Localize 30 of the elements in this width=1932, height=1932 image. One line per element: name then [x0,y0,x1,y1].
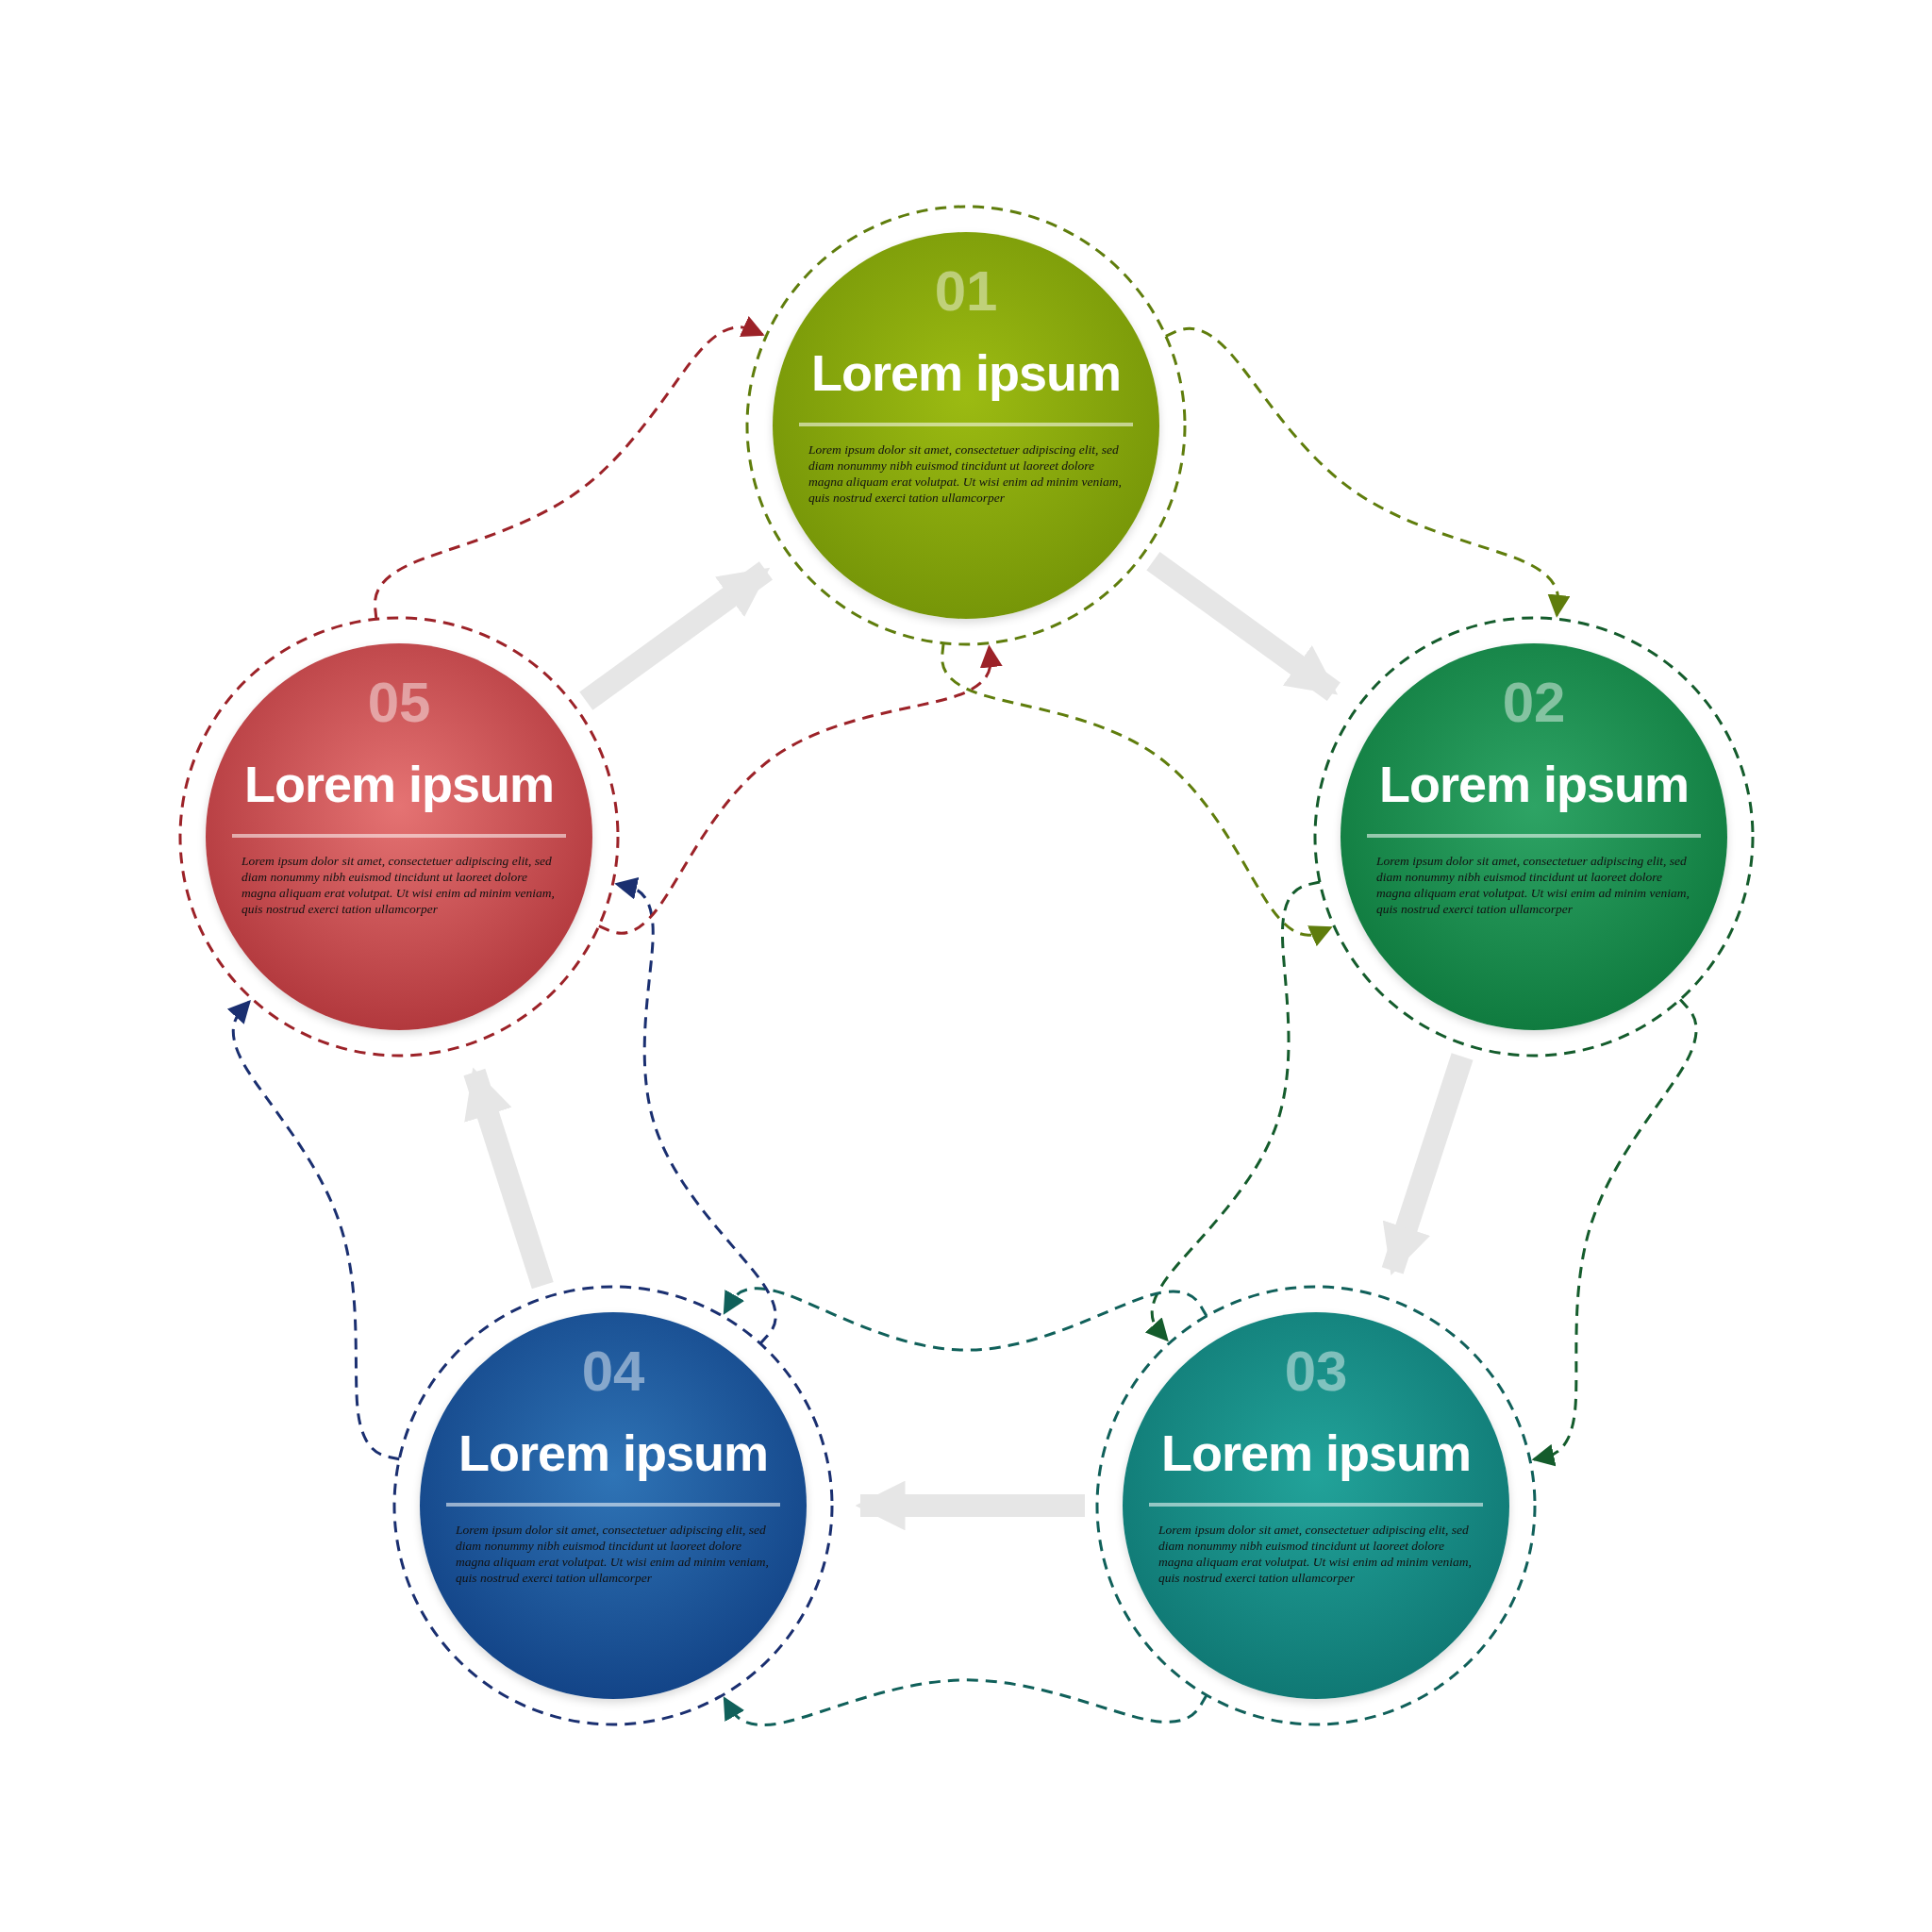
step-description: Lorem ipsum dolor sit amet, consectetuer adipiscing elit, sed diam nonummy nibh euismod tincidunt ut laoreet dolore magna aliquam erat volutpat. Ut wisi enim ad minim veniam, quis nostrud exerci tation ullamcorper [808,441,1123,506]
dashed-arrow [941,642,1333,947]
step-description: Lorem ipsum dolor sit amet, consectetuer adipiscing elit, sed diam nonummy nibh euismod tincidunt ut laoreet dolore magna aliquam erat volutpat. Ut wisi enim ad minim veniam, quis nostrud exerci tation ullamcorper [242,853,556,917]
step-description: Lorem ipsum dolor sit amet, consectetuer adipiscing elit, sed diam nonummy nibh euismod tincidunt ut laoreet dolore magna aliquam erat volutpat. Ut wisi enim ad minim veniam, quis nostrud exerci tation ullamcorper [1158,1522,1473,1586]
step-title: Lorem ipsum [243,755,555,813]
dashed-arrow [723,1287,1208,1352]
dashed-arrow [598,644,1003,935]
flow-arrow [1381,1053,1474,1275]
dashed-arrow [723,1678,1208,1726]
flow-arrow [855,1480,1085,1531]
dashed-arrow [1165,326,1571,618]
step-description: Lorem ipsum dolor sit amet, consectetuer adipiscing elit, sed diam nonummy nibh euismod tincidunt ut laoreet dolore magna aliquam erat volutpat. Ut wisi enim ad minim veniam, quis nostrud exerci tation ullamcorper [456,1522,770,1586]
step-number: 01 [934,258,998,324]
step-number: 02 [1502,670,1566,735]
step-number: 05 [367,670,431,735]
dashed-arrow [1531,998,1698,1467]
step-title: Lorem ipsum [1160,1424,1472,1482]
step-title: Lorem ipsum [458,1424,769,1482]
step-description: Lorem ipsum dolor sit amet, consectetuer adipiscing elit, sed diam nonummy nibh euismod tincidunt ut laoreet dolore magna aliquam erat volutpat. Ut wisi enim ad minim veniam, quis nostrud exerci tation ullamcorper [1376,853,1690,917]
dashed-arrow [374,316,765,620]
dashed-arrow [614,876,777,1345]
flow-arrow [579,561,773,710]
flow-arrow [463,1067,554,1290]
step-title: Lorem ipsum [1378,755,1690,813]
dashed-arrow [226,999,400,1461]
step-number: 04 [581,1339,645,1404]
step-number: 03 [1284,1339,1348,1404]
dashed-arrow [1144,880,1321,1342]
step-title: Lorem ipsum [810,343,1122,402]
flow-arrow [1146,552,1341,702]
